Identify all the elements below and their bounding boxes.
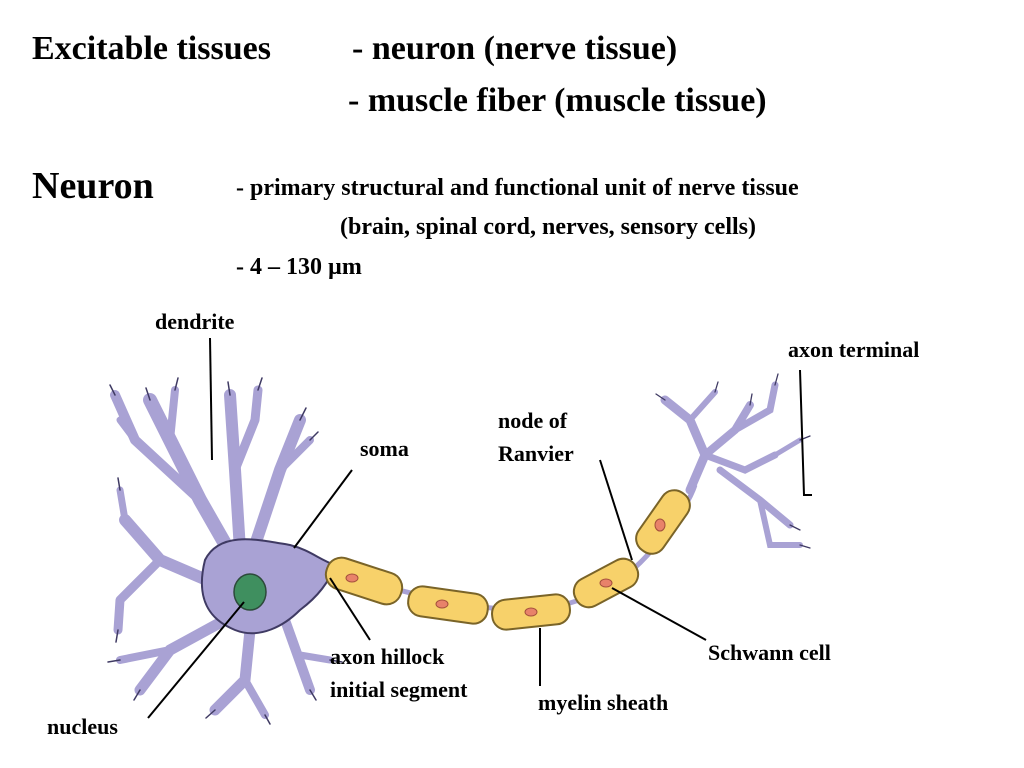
label-myelin-sheath: myelin sheath xyxy=(538,690,669,715)
axon-terminal-leader xyxy=(799,369,812,496)
label-soma: soma xyxy=(360,436,409,461)
schwann-cell-leader xyxy=(611,587,707,641)
definition-term: Neuron xyxy=(32,165,154,207)
heading-line1-right: - neuron (nerve tissue) xyxy=(352,30,678,67)
axon-terminal-outlines xyxy=(655,373,811,549)
label-ranvier: Ranvier xyxy=(498,441,574,466)
dendrites xyxy=(110,385,334,719)
dendrite-outlines xyxy=(107,377,343,725)
heading-line2: - muscle fiber (muscle tissue) xyxy=(348,82,767,119)
schwann-cell-1 xyxy=(324,556,404,606)
myelin-segments xyxy=(324,489,691,631)
soma-body xyxy=(200,538,336,635)
label-dendrite: dendrite xyxy=(155,309,235,334)
dendrite-leader xyxy=(209,337,213,461)
label-axon-terminal: axon terminal xyxy=(788,337,920,362)
schwann-nuclei xyxy=(345,518,666,617)
heading-line1-left: Excitable tissues xyxy=(32,30,271,67)
label-initial-segment: initial segment xyxy=(330,677,468,702)
label-node-of: node of xyxy=(498,408,568,433)
label-axon-hillock: axon hillock xyxy=(330,644,445,669)
leader-lines xyxy=(147,337,812,719)
nucleus-shape xyxy=(233,573,267,611)
soma-leader xyxy=(293,469,353,549)
node-of-ranvier-leader xyxy=(599,459,633,561)
nucleus-leader xyxy=(147,601,245,719)
axon-terminal-branches xyxy=(660,381,803,548)
neuron-cell xyxy=(110,385,336,719)
definition-line2: (brain, spinal cord, nerves, sensory cel… xyxy=(340,214,756,240)
definition-line1: - primary structural and functional unit… xyxy=(236,175,799,201)
label-schwann-cell: Schwann cell xyxy=(708,640,831,665)
axon-hillock-leader xyxy=(329,577,371,641)
label-nucleus: nucleus xyxy=(47,714,118,739)
definition-line3: - 4 – 130 µm xyxy=(236,254,362,280)
